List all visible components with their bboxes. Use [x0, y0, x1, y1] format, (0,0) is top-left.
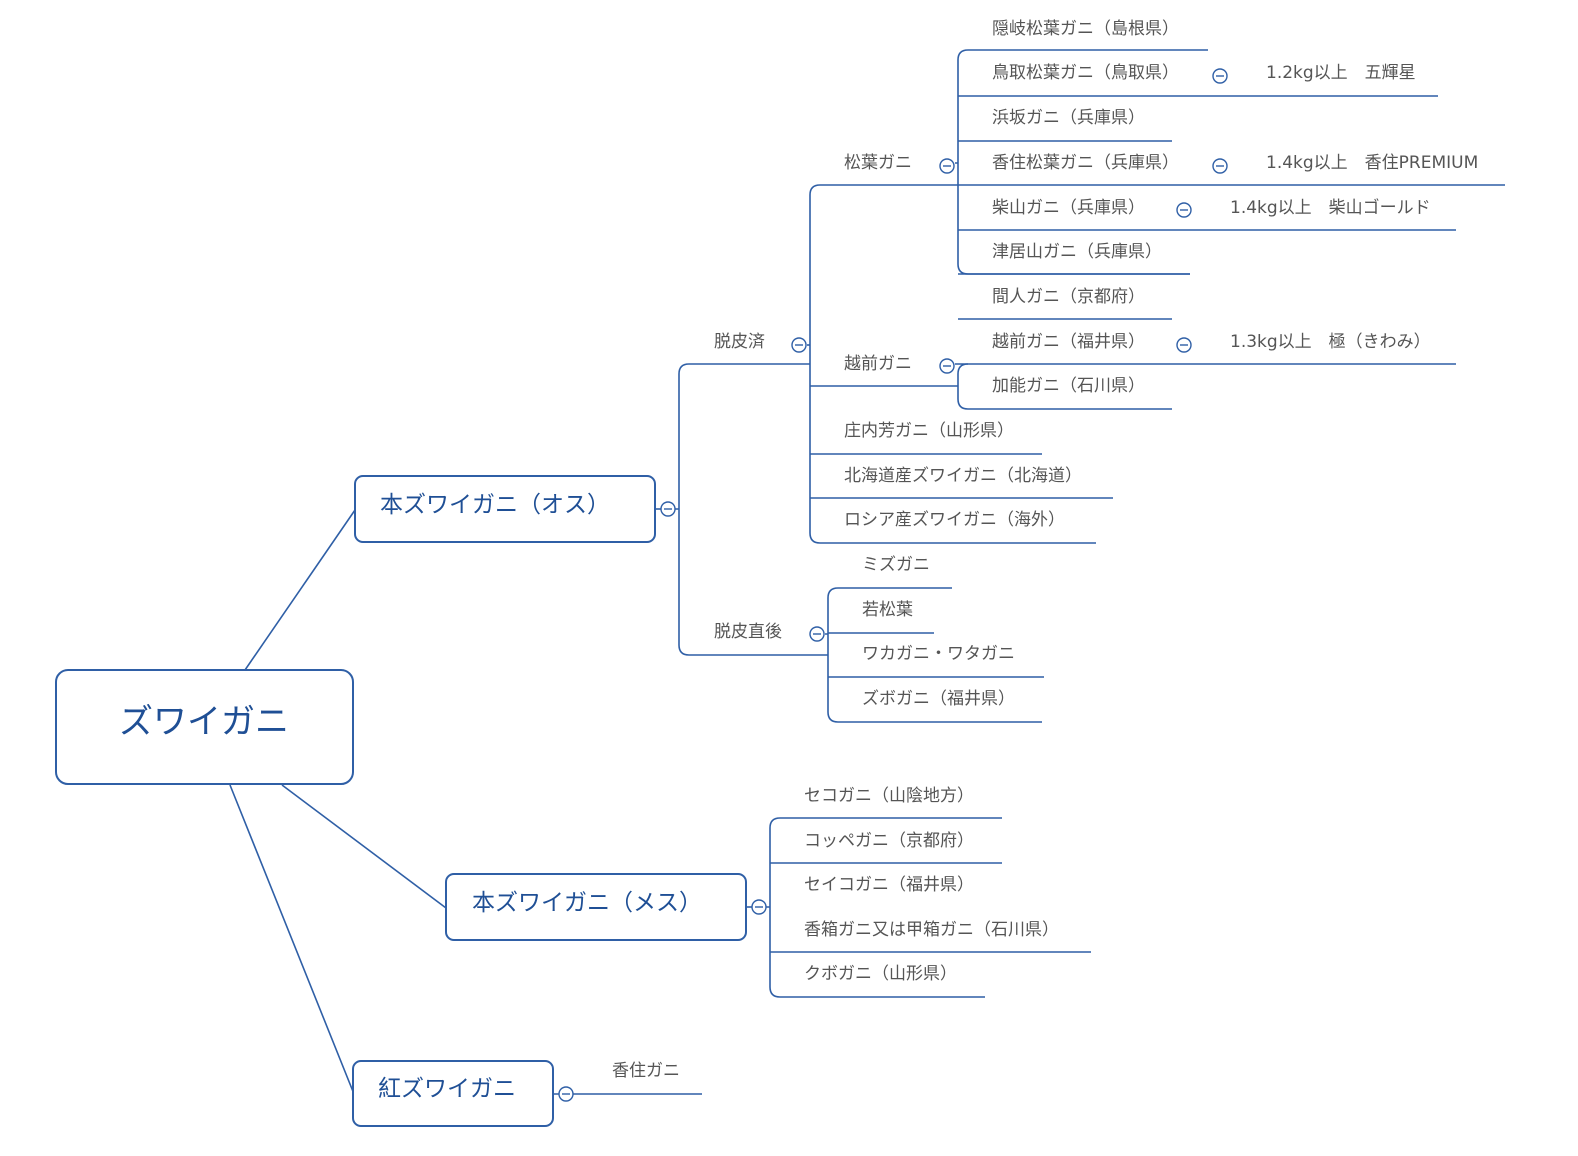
list-item[interactable]: 北海道産ズワイガニ（北海道）	[844, 466, 1082, 486]
collapse-minus-icon[interactable]	[1176, 337, 1192, 353]
leaf-label: 鳥取松葉ガニ（鳥取県）	[992, 63, 1179, 83]
list-item[interactable]: ミズガニ	[862, 555, 930, 575]
leaf-label: セコガニ（山陰地方）	[804, 786, 974, 806]
leaf-label: 香住松葉ガニ（兵庫県）	[992, 153, 1179, 173]
leaf-label: ロシア産ズワイガニ（海外）	[844, 510, 1065, 530]
connector-root-red	[229, 784, 355, 1095]
leaf-label: 隠岐松葉ガニ（島根県）	[992, 19, 1179, 39]
leaf-note: 1.2kg以上 五輝星	[1266, 63, 1416, 83]
leaf-label: 庄内芳ガニ（山形県）	[844, 421, 1014, 441]
connector-male-children	[675, 363, 828, 656]
leaf-label: ズボガニ（福井県）	[862, 689, 1015, 709]
collapse-minus-icon[interactable]	[660, 501, 676, 517]
leaf-label: コッペガニ（京都府）	[804, 831, 974, 851]
list-item[interactable]: 越前ガニ（福井県）	[958, 332, 1172, 365]
list-item[interactable]: セイコガニ（福井県）	[804, 875, 974, 895]
leaf-label: 香住ガニ	[612, 1061, 680, 1081]
connector-root-male	[244, 509, 356, 671]
leaf-label: ミズガニ	[862, 555, 930, 575]
list-item[interactable]: 柴山ガニ（兵庫県）	[958, 198, 1172, 231]
node-matsuba-label: 松葉ガニ	[844, 153, 912, 173]
leaf-label: ワカガニ・ワタガニ	[862, 644, 1015, 664]
list-item[interactable]: ズボガニ（福井県）	[862, 689, 1015, 709]
node-root-box	[55, 669, 354, 785]
leaf-label: クボガニ（山形県）	[804, 964, 957, 984]
node-molted-label: 脱皮済	[714, 332, 765, 352]
list-item[interactable]: 庄内芳ガニ（山形県）	[844, 421, 1014, 441]
node-female[interactable]: 本ズワイガニ（メス）	[445, 873, 747, 941]
collapse-minus-icon[interactable]	[1176, 202, 1192, 218]
list-item[interactable]: 間人ガニ（京都府）	[958, 287, 1172, 320]
collapse-minus-icon[interactable]	[939, 358, 955, 374]
list-item[interactable]: 隠岐松葉ガニ（島根県）	[992, 19, 1179, 39]
list-item[interactable]: 香住松葉ガニ（兵庫県）	[958, 153, 1208, 186]
node-red-box	[352, 1060, 554, 1127]
list-item[interactable]: クボガニ（山形県）	[804, 964, 957, 984]
leaf-label: 北海道産ズワイガニ（北海道）	[844, 466, 1082, 486]
list-item[interactable]: 若松葉	[862, 600, 913, 620]
connector-fresh-children	[825, 587, 1044, 723]
list-item[interactable]: ロシア産ズワイガニ（海外）	[844, 510, 1065, 530]
leaf-note: 1.4kg以上 柴山ゴールド	[1230, 197, 1431, 218]
leaf-label: セイコガニ（福井県）	[804, 875, 974, 895]
collapse-minus-icon[interactable]	[939, 158, 955, 174]
node-female-box	[445, 873, 747, 941]
node-red-label: 紅ズワイガニ	[378, 1076, 516, 1102]
list-item[interactable]: 香箱ガニ又は甲箱ガニ（石川県）	[804, 920, 1059, 940]
connector-root-female	[281, 784, 447, 909]
node-male[interactable]: 本ズワイガニ（オス）	[354, 475, 656, 543]
node-root[interactable]: ズワイガニ	[55, 669, 354, 785]
collapse-minus-icon[interactable]	[809, 626, 825, 642]
node-echizen-label: 越前ガニ	[844, 354, 912, 374]
list-item[interactable]: 津居山ガニ（兵庫県）	[958, 242, 1190, 275]
list-item[interactable]: 香住ガニ	[612, 1061, 680, 1081]
leaf-label: 加能ガニ（石川県）	[992, 376, 1145, 396]
connector-molted-children	[809, 184, 1113, 544]
list-item[interactable]: ワカガニ・ワタガニ	[862, 644, 1015, 664]
leaf-label: 間人ガニ（京都府）	[992, 287, 1145, 307]
list-item[interactable]: セコガニ（山陰地方）	[804, 786, 974, 806]
leaf-label: 津居山ガニ（兵庫県）	[992, 242, 1162, 262]
leaf-label: 柴山ガニ（兵庫県）	[992, 198, 1145, 218]
connector-female-children	[766, 817, 1091, 998]
node-fresh-label: 脱皮直後	[714, 622, 782, 642]
leaf-label: 浜坂ガニ（兵庫県）	[992, 108, 1145, 128]
list-item[interactable]: コッペガニ（京都府）	[804, 831, 974, 851]
list-item[interactable]: 加能ガニ（石川県）	[992, 376, 1145, 396]
collapse-minus-icon[interactable]	[791, 337, 807, 353]
collapse-minus-icon[interactable]	[1212, 158, 1228, 174]
list-item[interactable]: 鳥取松葉ガニ（鳥取県）	[958, 63, 1208, 97]
collapse-minus-icon[interactable]	[558, 1086, 574, 1102]
node-red[interactable]: 紅ズワイガニ	[352, 1060, 554, 1127]
leaf-label: 若松葉	[862, 600, 913, 620]
node-female-label: 本ズワイガニ（メス）	[472, 890, 702, 916]
collapse-minus-icon[interactable]	[1212, 68, 1228, 84]
leaf-label: 越前ガニ（福井県）	[992, 332, 1145, 352]
leaf-label: 香箱ガニ又は甲箱ガニ（石川県）	[804, 920, 1059, 940]
collapse-minus-icon[interactable]	[751, 899, 767, 915]
leaf-note: 1.4kg以上 香住PREMIUM	[1266, 153, 1478, 173]
node-male-box	[354, 475, 656, 543]
node-male-label: 本ズワイガニ（オス）	[380, 492, 610, 518]
node-root-label: ズワイガニ	[119, 702, 289, 742]
list-item[interactable]: 浜坂ガニ（兵庫県）	[958, 108, 1172, 142]
leaf-note: 1.3kg以上 極（きわみ）	[1230, 332, 1431, 352]
